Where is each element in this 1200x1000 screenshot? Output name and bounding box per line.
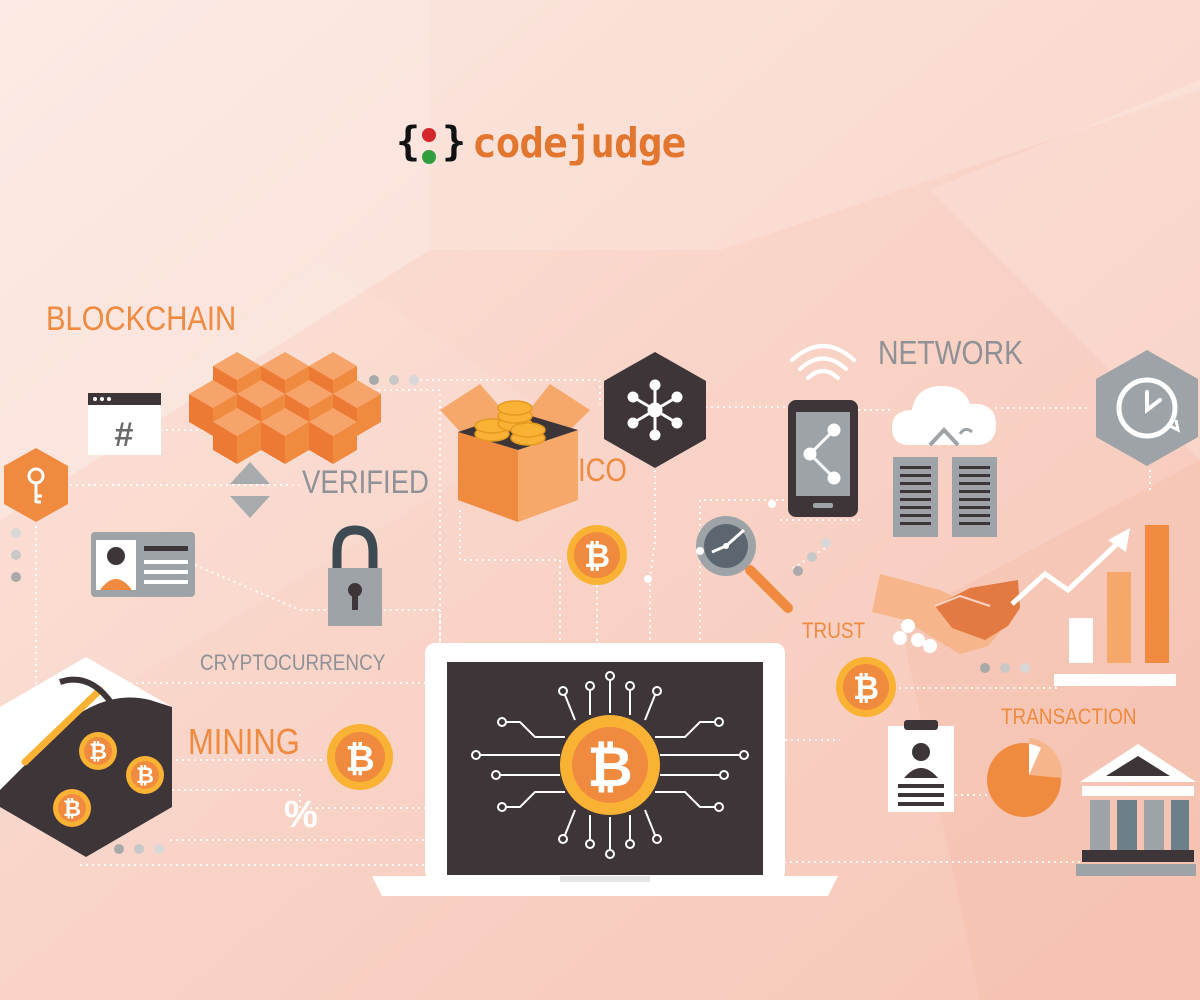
label-verified: VERIFIED [302,464,429,500]
mining-dots [114,844,164,854]
smartphone-share-icon[interactable] [788,344,858,517]
svg-text:₿: ₿ [853,669,879,707]
bitcoin-coin-icon[interactable]: ₿ [327,724,393,790]
logo-right-brace: } [442,119,467,165]
label-transaction: TRANSACTION [1001,704,1137,729]
logo-wordmark: codejudge [472,119,686,167]
pie-chart-icon [987,738,1063,817]
chart-dots [980,663,1030,673]
svg-text:₿: ₿ [345,739,374,780]
growth-chart-icon [1010,525,1176,686]
padlock-icon [328,525,382,626]
bitcoin-coin-icon[interactable]: ₿ [836,657,896,717]
label-ico: ICO [578,452,627,488]
bank-icon [1076,744,1196,876]
label-blockchain: BLOCKCHAIN [46,300,237,338]
percent-symbol: % [284,794,318,836]
svg-text:₿: ₿ [63,797,81,822]
updown-arrows-icon [230,462,270,518]
side-dots-left [11,528,21,582]
logo-green-dot [422,150,436,164]
svg-text:₿: ₿ [584,537,610,575]
logo-red-dot [422,128,436,142]
label-cryptocurrency: CRYPTOCURRENCY [200,650,386,675]
logo-left-brace: { [396,119,421,165]
laptop-bitcoin-chip-icon[interactable]: ₿ [372,643,838,896]
network-hexagon-icon[interactable] [604,352,706,468]
bitcoin-coin-icon[interactable]: ₿ [567,525,627,585]
label-mining: MINING [188,721,300,762]
mining-pickaxe-icon[interactable]: ₿ ₿ ₿ [0,657,172,857]
magnifier-dots [644,500,831,583]
coin-box-icon [440,384,590,522]
resume-document-icon [888,720,954,812]
label-network: NETWORK [878,334,1024,371]
connector-lines [35,379,1151,866]
clock-hexagon-icon[interactable] [1096,350,1198,466]
svg-text:₿: ₿ [89,740,107,765]
magnifier-icon[interactable] [696,516,793,613]
handshake-icon [872,574,1020,654]
svg-text:₿: ₿ [136,764,154,789]
id-card-icon [91,532,195,597]
cloud-server-icon [892,386,997,537]
hash-symbol: # [115,416,134,454]
cube-dots [369,375,419,385]
key-hexagon-icon[interactable] [4,448,68,522]
label-trust: TRUST [802,618,866,643]
cubes-icon [189,352,381,464]
hash-browser-icon: # [88,393,161,455]
svg-text:₿: ₿ [587,735,633,800]
